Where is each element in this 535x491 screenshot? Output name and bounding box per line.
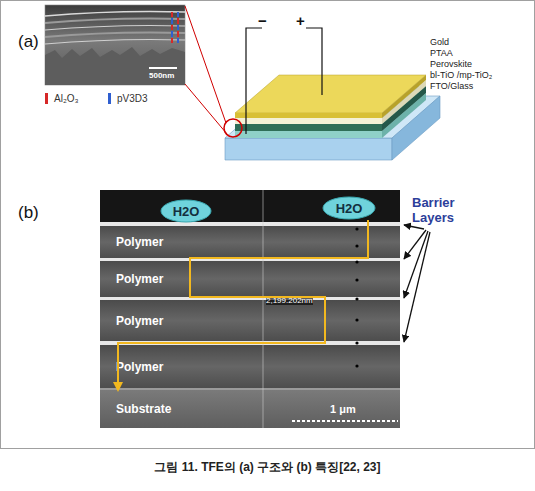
- pv3d3-mark: [171, 18, 173, 24]
- layer-name: Perovskite: [430, 59, 472, 69]
- layer-name: FTO/Glass: [430, 81, 473, 91]
- negative-wire: [246, 28, 262, 134]
- legend-swatch: [108, 93, 111, 104]
- measure-dot: [355, 341, 358, 344]
- layer-name: PTAA: [430, 48, 453, 58]
- al2o3-mark: [171, 25, 173, 30]
- polymer-layer: Polymer: [100, 300, 400, 341]
- pv3d3-mark: [177, 38, 179, 43]
- film-layer-line: [45, 19, 185, 24]
- measure-dot: [355, 260, 358, 263]
- polymer-layer: Polymer: [100, 345, 400, 388]
- terminal-sign: +: [296, 12, 305, 29]
- diffusion-path-arrow: [118, 220, 368, 390]
- layer-label: Polymer: [116, 235, 163, 249]
- layer-name: bl-TiO /mp-TiO₂: [430, 70, 492, 80]
- polymer-layer: Polymer: [100, 261, 400, 297]
- gold-top: [235, 75, 426, 113]
- measure-dot: [355, 244, 358, 247]
- sem-inset: [45, 5, 185, 85]
- legend-swatch: [45, 93, 48, 104]
- figure-frame: [1, 1, 535, 449]
- pv3d3-mark: [171, 31, 173, 37]
- glass-front: [225, 138, 392, 160]
- panel-letter: (b): [18, 203, 39, 223]
- film-layer-line: [45, 26, 185, 31]
- film-layer-line: [45, 12, 185, 17]
- measure-dot: [355, 318, 358, 321]
- layer-name: Gold: [430, 37, 449, 47]
- scale-bar: [149, 67, 177, 69]
- zoom-line: [185, 84, 227, 134]
- zoom-circle: [224, 119, 242, 137]
- ptaa-front: [235, 118, 382, 124]
- pv3d3-mark: [177, 25, 179, 30]
- pointer-arrow: [404, 225, 424, 229]
- scale-label: 1 μm: [330, 403, 356, 416]
- measure-dot: [355, 297, 358, 300]
- ellipse-shape: [161, 200, 211, 222]
- legend-text: pV3D3: [117, 93, 148, 104]
- sem-cross-section: [100, 190, 400, 428]
- positive-wire: [306, 28, 322, 95]
- polymer-layer: Polymer: [100, 226, 400, 258]
- molecule-label: H2O: [336, 201, 363, 216]
- tio2-front: [235, 131, 382, 138]
- perovskite-front: [235, 124, 382, 131]
- film-layer-line: [45, 40, 185, 45]
- water-molecule: H2O: [322, 196, 376, 220]
- measure-dot: [355, 364, 358, 367]
- scale-bar: [292, 420, 398, 422]
- measure-dot: [355, 227, 358, 230]
- legend-text: Al₂O₃: [54, 93, 79, 104]
- al2o3-mark: [171, 38, 173, 43]
- measure-line: [263, 190, 264, 428]
- terminal-sign: −: [258, 12, 267, 29]
- legend-entry: Al₂O₃: [45, 93, 79, 104]
- water-molecule: H2O: [160, 199, 212, 223]
- pv3d3-mark: [177, 12, 179, 17]
- figure-caption: 그림 11. TFE의 (a) 구조와 (b) 특징[22, 23]: [0, 459, 535, 476]
- layer-label: Polymer: [116, 360, 163, 374]
- molecule-label: H2O: [173, 204, 200, 219]
- al2o3-mark: [171, 12, 173, 17]
- ellipse-shape: [323, 197, 375, 219]
- scale-label: 500nm: [149, 71, 174, 80]
- zoom-line: [185, 6, 226, 123]
- dimension-label: 2,199.202nm: [266, 296, 313, 305]
- layer-label: Substrate: [116, 402, 171, 416]
- measure-dot: [355, 278, 358, 281]
- film-layer-line: [45, 33, 185, 38]
- al2o3-mark: [177, 18, 179, 24]
- panel-letter: (a): [18, 32, 39, 52]
- layer-label: Polymer: [116, 314, 163, 328]
- gold-front: [235, 113, 382, 118]
- callout-text: Barrier Layers: [412, 196, 484, 226]
- al2o3-mark: [177, 31, 179, 37]
- gold-side: [382, 75, 426, 118]
- legend-entry: pV3D3: [108, 93, 148, 104]
- layer-label: Polymer: [116, 272, 163, 286]
- pointer-arrow: [404, 231, 428, 298]
- pointer-arrow: [404, 232, 430, 342]
- rough-substrate: [45, 47, 185, 85]
